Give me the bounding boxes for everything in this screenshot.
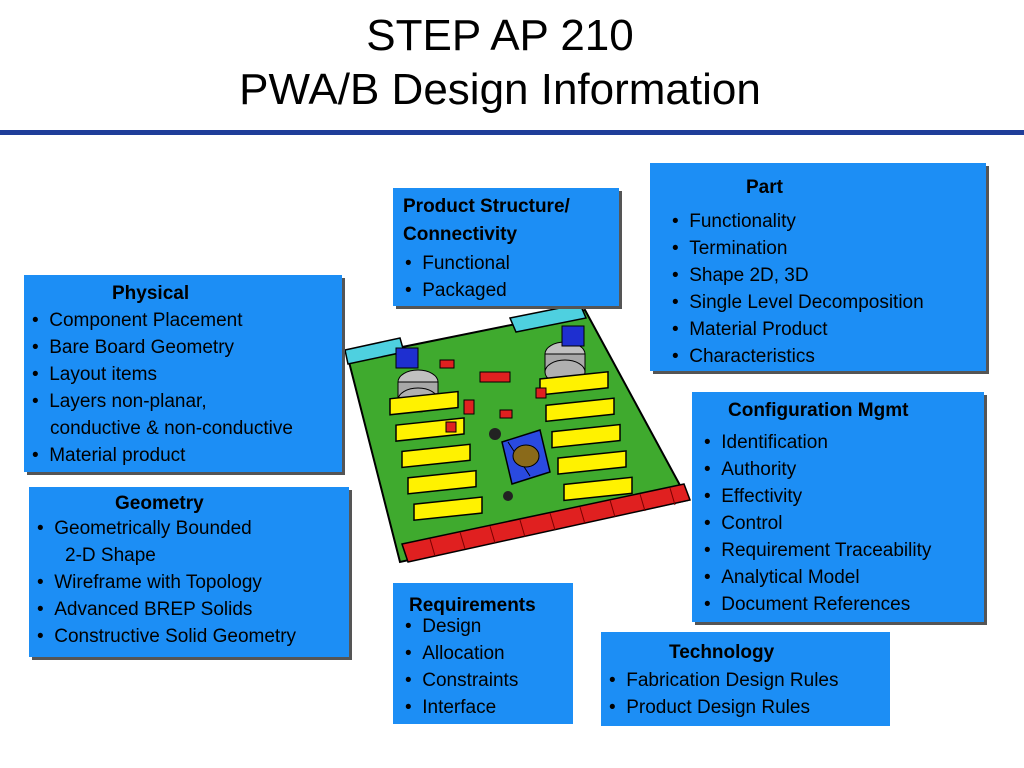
part-box: Part Functionality Termination Shape 2D,… — [650, 163, 986, 371]
geometry-item-5: Constructive Solid Geometry — [37, 623, 296, 650]
geometry-item-4: Advanced BREP Solids — [37, 596, 252, 623]
physical-heading: Physical — [112, 283, 190, 304]
physical-item-3: Layout items — [32, 361, 157, 388]
title-line-1: STEP AP 210 — [366, 11, 634, 60]
product-structure-item-2: Packaged — [405, 277, 507, 304]
title-divider — [0, 130, 1024, 135]
requirements-item-4: Interface — [405, 694, 496, 721]
geometry-item-1: Geometrically Bounded — [37, 515, 252, 542]
part-item-5: Material Product — [672, 316, 827, 343]
geometry-item-2: 2-D Shape — [65, 545, 156, 566]
configuration-item-5: Requirement Traceability — [704, 537, 931, 564]
physical-item-6: Material product — [32, 442, 185, 469]
product-structure-heading-1: Product Structure/ — [403, 196, 570, 217]
technology-box: Technology Fabrication Design Rules Prod… — [601, 632, 890, 726]
part-heading: Part — [746, 177, 783, 198]
geometry-heading: Geometry — [115, 493, 204, 514]
part-item-4: Single Level Decomposition — [672, 289, 923, 316]
configuration-box: Configuration Mgmt Identification Author… — [692, 392, 984, 622]
technology-item-2: Product Design Rules — [609, 694, 810, 721]
configuration-item-3: Effectivity — [704, 483, 802, 510]
part-item-2: Termination — [672, 235, 787, 262]
requirements-box: Requirements Design Allocation Constrain… — [393, 583, 573, 724]
physical-item-1: Component Placement — [32, 307, 242, 334]
requirements-item-1: Design — [405, 613, 481, 640]
product-structure-item-1: Functional — [405, 250, 510, 277]
circuit-board-icon — [344, 303, 692, 564]
part-item-6: Characteristics — [672, 343, 815, 370]
configuration-item-6: Analytical Model — [704, 564, 859, 591]
geometry-box: Geometry Geometrically Bounded 2-D Shape… — [29, 487, 349, 657]
product-structure-heading-2: Connectivity — [403, 224, 518, 245]
part-item-1: Functionality — [672, 208, 796, 235]
configuration-item-4: Control — [704, 510, 782, 537]
requirements-item-2: Allocation — [405, 640, 504, 667]
configuration-heading: Configuration Mgmt — [728, 400, 909, 421]
requirements-item-3: Constraints — [405, 667, 518, 694]
product-structure-box: Product Structure/ Connectivity Function… — [393, 188, 619, 306]
physical-item-4: Layers non-planar, — [32, 388, 206, 415]
part-item-3: Shape 2D, 3D — [672, 262, 808, 289]
configuration-item-2: Authority — [704, 456, 796, 483]
configuration-item-7: Document References — [704, 591, 910, 618]
physical-item-5: conductive & non-conductive — [50, 418, 293, 439]
configuration-item-1: Identification — [704, 429, 828, 456]
technology-heading: Technology — [669, 642, 775, 663]
title-line-2: PWA/B Design Information — [239, 65, 761, 114]
requirements-heading: Requirements — [409, 595, 536, 616]
physical-box: Physical Component Placement Bare Board … — [24, 275, 342, 472]
physical-item-2: Bare Board Geometry — [32, 334, 234, 361]
technology-item-1: Fabrication Design Rules — [609, 667, 838, 694]
geometry-item-3: Wireframe with Topology — [37, 569, 262, 596]
